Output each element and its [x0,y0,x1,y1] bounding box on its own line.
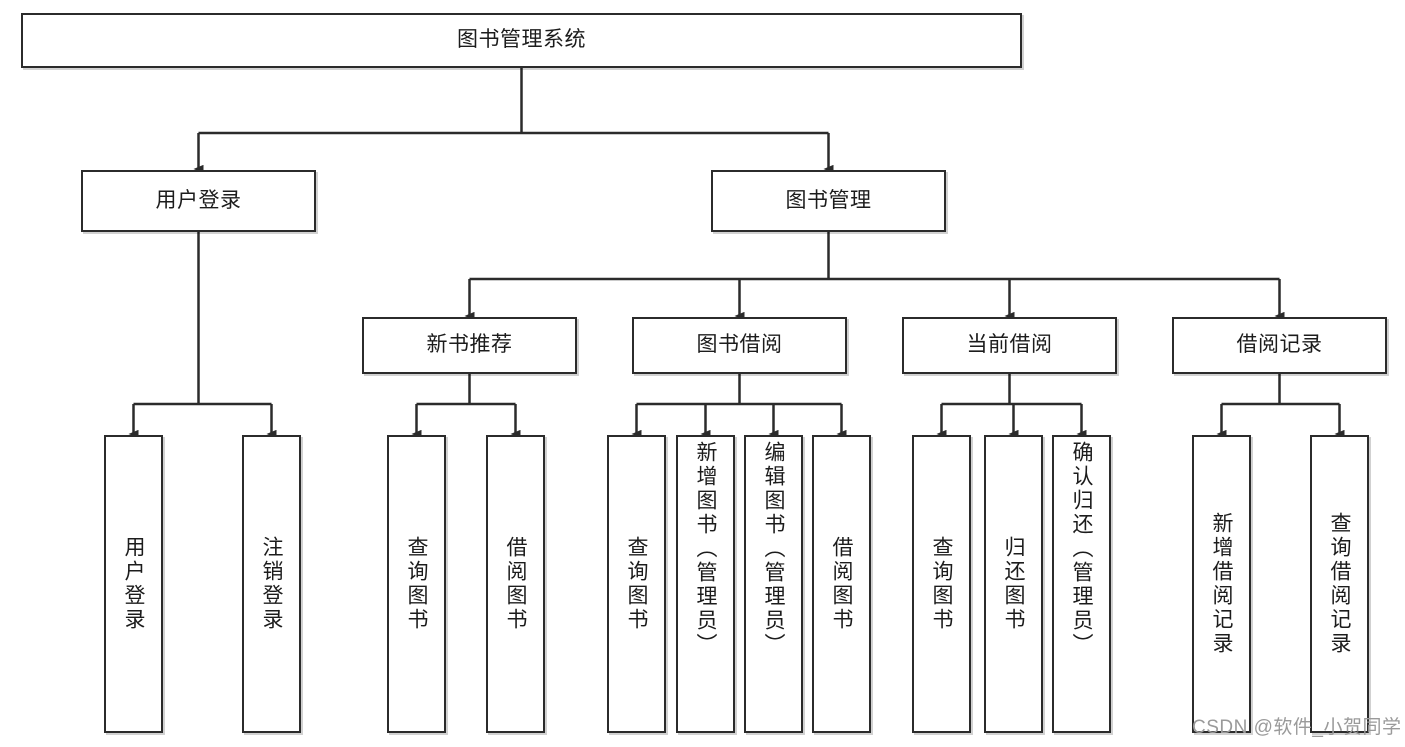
node-leaf-bor-3[interactable]: 编辑图书（管理员） [744,435,803,733]
node-label: 新书推荐 [426,333,513,357]
node-label: 用户登录 [122,536,145,632]
node-leaf-bor-4[interactable]: 借阅图书 [812,435,871,733]
node-leaf-bor-2[interactable]: 新增图书（管理员） [676,435,735,733]
node-leaf-rec-2[interactable]: 查询借阅记录 [1310,435,1369,733]
node-leaf-bor-1[interactable]: 查询图书 [607,435,666,733]
node-leaf-rec-1[interactable]: 新增借阅记录 [1192,435,1251,733]
node-label: 借阅记录 [1236,333,1323,357]
node-leaf-login-2[interactable]: 注销登录 [242,435,301,733]
node-root[interactable]: 图书管理系统 [21,13,1022,68]
node-label: 归还图书 [1002,536,1025,632]
node-label: 编辑图书（管理员） [762,441,785,657]
node-label: 用户登录 [155,188,242,212]
node-label: 查询图书 [930,536,953,632]
node-label: 借阅图书 [504,536,527,632]
node-leaf-cur-2[interactable]: 归还图书 [984,435,1043,733]
node-login[interactable]: 用户登录 [81,170,316,232]
node-label: 确认归还（管理员） [1070,441,1093,657]
node-label: 图书管理 [785,188,872,212]
node-label: 当前借阅 [966,333,1053,357]
node-leaf-new-2[interactable]: 借阅图书 [486,435,545,733]
node-label: 借阅图书 [830,536,853,632]
node-leaf-cur-3[interactable]: 确认归还（管理员） [1052,435,1111,733]
node-label: 图书借阅 [696,333,783,357]
node-label: 注销登录 [260,536,283,632]
node-label: 查询借阅记录 [1328,512,1351,656]
node-leaf-cur-1[interactable]: 查询图书 [912,435,971,733]
node-borrow[interactable]: 图书借阅 [632,317,847,374]
node-label: 查询图书 [625,536,648,632]
node-leaf-new-1[interactable]: 查询图书 [387,435,446,733]
node-label: 新增图书（管理员） [694,441,717,657]
node-newbook[interactable]: 新书推荐 [362,317,577,374]
node-records[interactable]: 借阅记录 [1172,317,1387,374]
csdn-watermark: CSDN @软件_小贺同学 [1192,717,1402,738]
node-label: 新增借阅记录 [1210,512,1233,656]
node-current[interactable]: 当前借阅 [902,317,1117,374]
node-label: 图书管理系统 [457,28,586,52]
node-bookmgmt[interactable]: 图书管理 [711,170,946,232]
node-leaf-login-1[interactable]: 用户登录 [104,435,163,733]
node-label: 查询图书 [405,536,428,632]
